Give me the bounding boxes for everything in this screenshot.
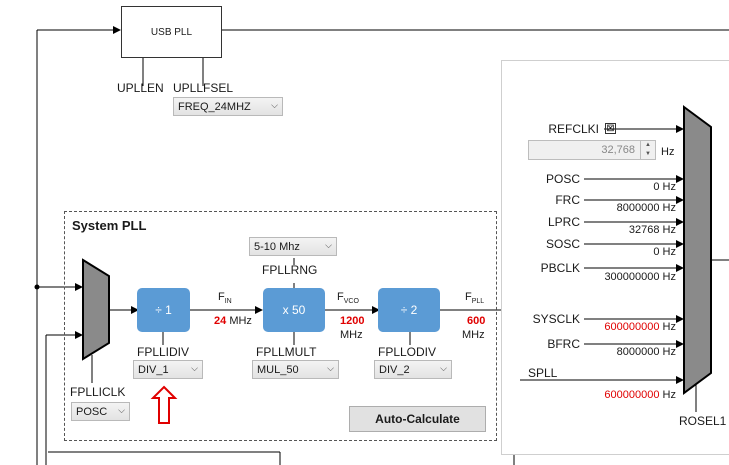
spll-value: 600000000 Hz xyxy=(604,389,676,401)
upllfsel-value: FREQ_24MHZ xyxy=(178,100,251,113)
chevron-down-icon: ⌵ xyxy=(191,363,198,373)
fpllicl-value: POSC xyxy=(76,405,108,418)
fpllicl-mux xyxy=(82,258,110,361)
refclki-unit: Hz xyxy=(661,146,675,158)
refclki-label: REFCLKI xyxy=(548,122,599,136)
fpll-label: FPLL xyxy=(465,291,485,306)
bfrc-value: 8000000 Hz xyxy=(616,346,676,358)
fpllodiv-block[interactable]: ÷ 2 xyxy=(378,288,440,332)
system-pll-title: System PLL xyxy=(72,218,147,233)
spll-label: SPLL xyxy=(528,366,558,380)
usb-pll-title: USB PLL xyxy=(150,26,193,38)
chevron-down-icon: ⌵ xyxy=(325,240,332,250)
pbclk-label: PBCLK xyxy=(540,261,580,275)
chevron-down-icon: ⌵ xyxy=(440,363,447,373)
fpllrng-label: FPLLRNG xyxy=(262,263,318,277)
fpll-value: 600 xyxy=(467,315,486,327)
posc-label: POSC xyxy=(545,172,580,186)
fpllodiv-label: FPLLODIV xyxy=(378,345,437,359)
fpllicl-select[interactable]: POSC ⌵ xyxy=(71,402,130,421)
fvco-value: 1200 xyxy=(340,315,365,327)
sosc-label: SOSC xyxy=(545,237,580,251)
upllfsel-label: UPLLFSEL xyxy=(173,81,234,95)
fpll-unit: MHz xyxy=(462,329,485,341)
rosel-label: ROSEL1 xyxy=(679,414,727,428)
fpllicl-label: FPLLICLK xyxy=(70,385,126,399)
pbclk-value: 300000000 Hz xyxy=(604,271,676,283)
fpllidiv-value: DIV_1 xyxy=(138,363,169,376)
sysclk-label: SYSCLK xyxy=(532,312,580,326)
spinner-arrows-icon[interactable]: ▲▼ xyxy=(640,141,655,159)
fpllodiv-select[interactable]: DIV_2 ⌵ xyxy=(374,360,452,379)
fin-label: FIN xyxy=(218,291,232,306)
fpllodiv-block-text: ÷ 2 xyxy=(400,303,418,317)
sysclk-value: 600000000 Hz xyxy=(604,321,676,333)
fpllrng-value: 5-10 Mhz xyxy=(254,240,300,253)
lprc-label: LPRC xyxy=(547,215,580,229)
refclki-value: 32,768 xyxy=(601,144,635,156)
chevron-down-icon: ⌵ xyxy=(327,363,334,373)
fpllmult-block[interactable]: x 50 xyxy=(263,288,325,332)
refclki-checkbox[interactable]: ⊠ xyxy=(605,123,616,134)
refclki-spinner[interactable]: 32,768 ▲▼ xyxy=(528,140,656,160)
fpllmult-select[interactable]: MUL_50 ⌵ xyxy=(252,360,339,379)
fpllidiv-label: FPLLIDIV xyxy=(137,345,190,359)
fin-value: 24 MHz xyxy=(214,315,252,327)
fvco-unit: MHz xyxy=(340,329,363,341)
fpllidiv-block[interactable]: ÷ 1 xyxy=(137,288,190,332)
posc-value: 0 Hz xyxy=(653,181,676,193)
frc-value: 8000000 Hz xyxy=(616,202,676,214)
fpllmult-label: FPLLMULT xyxy=(256,345,317,359)
chevron-down-icon: ⌵ xyxy=(271,100,278,110)
upllfsel-select[interactable]: FREQ_24MHZ ⌵ xyxy=(173,97,283,116)
sosc-value: 0 Hz xyxy=(653,246,676,258)
frc-label: FRC xyxy=(555,193,580,207)
auto-calculate-button[interactable]: Auto-Calculate xyxy=(349,406,486,432)
fvco-label: FVCO xyxy=(337,291,359,306)
red-arrow-annotation xyxy=(150,385,178,424)
upllen-label: UPLLEN xyxy=(117,81,164,95)
fpllidiv-select[interactable]: DIV_1 ⌵ xyxy=(133,360,203,379)
usb-pll-block: USB PLL xyxy=(121,6,222,58)
fpllidiv-block-text: ÷ 1 xyxy=(155,303,172,317)
lprc-value: 32768 Hz xyxy=(628,224,676,236)
fpllmult-value: MUL_50 xyxy=(257,363,299,376)
bfrc-label: BFRC xyxy=(547,337,580,351)
fpllmult-block-text: x 50 xyxy=(282,303,306,317)
chevron-down-icon: ⌵ xyxy=(118,405,125,415)
fpllodiv-value: DIV_2 xyxy=(379,363,410,376)
fpllrng-select[interactable]: 5-10 Mhz ⌵ xyxy=(249,237,337,256)
system-pll-frame xyxy=(64,211,497,441)
